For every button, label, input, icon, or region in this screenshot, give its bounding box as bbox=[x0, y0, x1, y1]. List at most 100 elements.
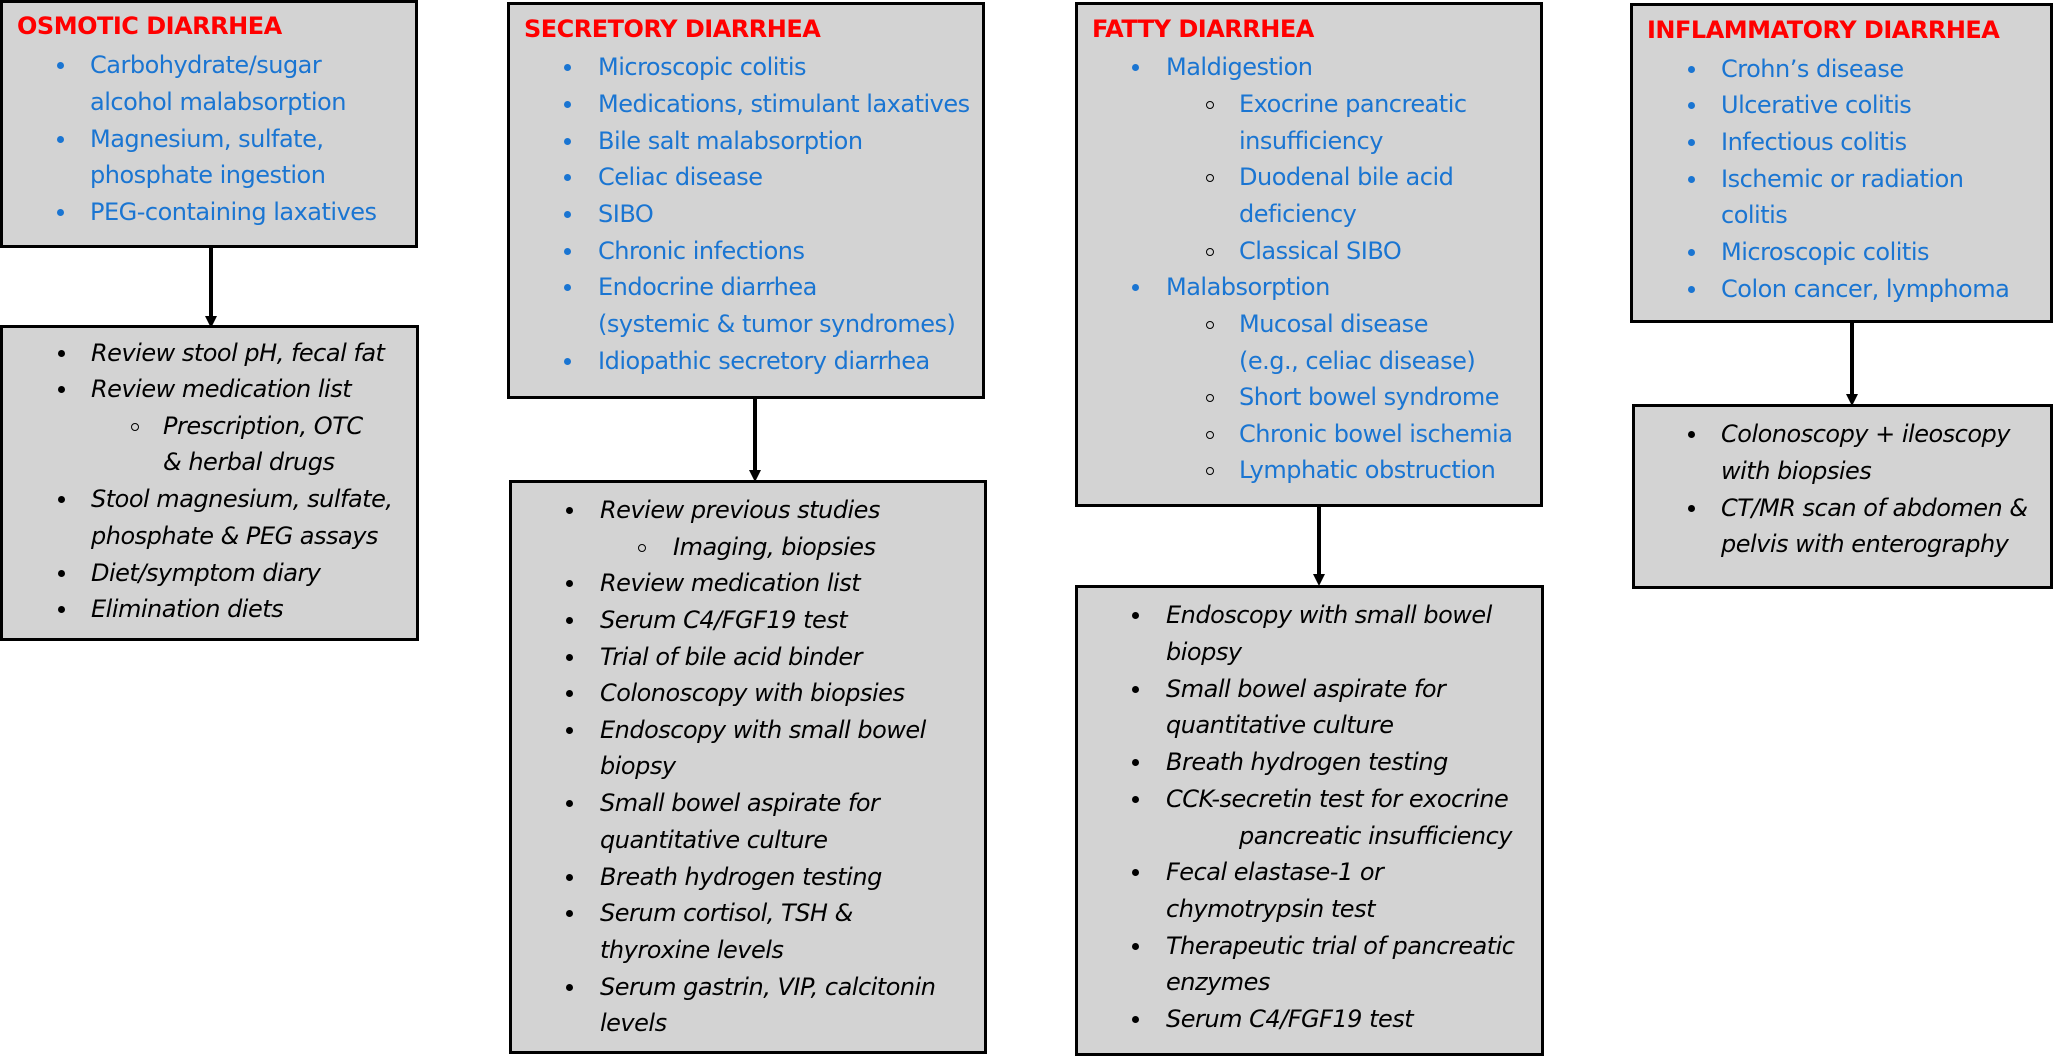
bullet-icon bbox=[564, 211, 571, 218]
bullet-icon bbox=[566, 984, 573, 991]
sub-bullet-icon bbox=[1206, 248, 1214, 256]
bullet-icon bbox=[1688, 102, 1695, 109]
sub-bullet-icon bbox=[1206, 394, 1214, 402]
bullet-icon bbox=[58, 496, 65, 503]
fatty-cause-item: Malabsorption bbox=[1166, 273, 1330, 301]
bullet-icon bbox=[1688, 505, 1695, 512]
fatty-cause-item: insufficiency bbox=[1239, 127, 1383, 155]
secretory-workup-item: Serum cortisol, TSH & bbox=[600, 899, 853, 927]
osmotic-cause-item: alcohol malabsorption bbox=[90, 88, 346, 116]
osmotic-workup-item: Prescription, OTC bbox=[163, 412, 363, 440]
fatty-workup-item: Serum C4/FGF19 test bbox=[1166, 1005, 1414, 1033]
osmotic-cause-item: phosphate ingestion bbox=[90, 161, 326, 189]
secretory-cause-item: Celiac disease bbox=[598, 163, 763, 191]
bullet-icon bbox=[564, 284, 571, 291]
bullet-icon bbox=[57, 62, 64, 69]
sub-bullet-icon bbox=[1206, 174, 1214, 182]
bullet-icon bbox=[58, 350, 65, 357]
sub-bullet-icon bbox=[1206, 467, 1214, 475]
bullet-icon bbox=[1688, 66, 1695, 73]
inflammatory-cause-item: colitis bbox=[1721, 201, 1788, 229]
bullet-icon bbox=[1132, 1016, 1139, 1023]
sub-bullet-icon bbox=[131, 423, 139, 431]
sub-bullet-icon bbox=[1206, 101, 1214, 109]
secretory-workup-item: Trial of bile acid binder bbox=[600, 643, 862, 671]
fatty-workup-box bbox=[1075, 585, 1544, 1056]
bullet-icon bbox=[566, 874, 573, 881]
bullet-icon bbox=[564, 248, 571, 255]
fatty-cause-item: Exocrine pancreatic bbox=[1239, 90, 1467, 118]
inflammatory-cause-item: Ulcerative colitis bbox=[1721, 91, 1912, 119]
bullet-icon bbox=[1132, 759, 1139, 766]
fatty-workup-item: Therapeutic trial of pancreatic bbox=[1166, 932, 1515, 960]
fatty-workup-item: Fecal elastase-1 or bbox=[1166, 858, 1384, 886]
secretory-cause-item: Idiopathic secretory diarrhea bbox=[598, 347, 930, 375]
fatty-workup-item: chymotrypsin test bbox=[1166, 895, 1376, 923]
secretory-cause-item: Bile salt malabsorption bbox=[598, 127, 863, 155]
secretory-workup-item: Review previous studies bbox=[600, 496, 880, 524]
sub-bullet-icon bbox=[1206, 321, 1214, 329]
fatty-cause-item: (e.g., celiac disease) bbox=[1239, 347, 1476, 375]
bullet-icon bbox=[564, 138, 571, 145]
inflammatory-cause-item: Microscopic colitis bbox=[1721, 238, 1930, 266]
inflammatory-cause-box bbox=[1630, 3, 2053, 323]
osmotic-cause-item: PEG-containing laxatives bbox=[90, 198, 377, 226]
bullet-icon bbox=[566, 800, 573, 807]
bullet-icon bbox=[1132, 686, 1139, 693]
sub-bullet-icon bbox=[1206, 431, 1214, 439]
secretory-cause-item: Microscopic colitis bbox=[598, 53, 807, 81]
inflammatory-workup-box bbox=[1632, 404, 2053, 589]
fatty-cause-item: Short bowel syndrome bbox=[1239, 383, 1499, 411]
bullet-icon bbox=[564, 358, 571, 365]
fatty-workup-item: biopsy bbox=[1166, 638, 1242, 666]
osmotic-workup-box bbox=[0, 325, 419, 641]
bullet-icon bbox=[566, 910, 573, 917]
fatty-cause-item: Chronic bowel ischemia bbox=[1239, 420, 1513, 448]
inflammatory-workup-item: CT/MR scan of abdomen & bbox=[1721, 494, 2028, 522]
osmotic-cause-item: Magnesium, sulfate, bbox=[90, 125, 324, 153]
fatty-workup-item: Endoscopy with small bowel bbox=[1166, 601, 1492, 629]
inflammatory-title: INFLAMMATORY DIARRHEA bbox=[1647, 16, 2000, 44]
osmotic-cause-item: Carbohydrate/sugar bbox=[90, 51, 322, 79]
secretory-workup-item: Breath hydrogen testing bbox=[600, 863, 882, 891]
osmotic-workup-item: phosphate & PEG assays bbox=[91, 522, 378, 550]
secretory-title: SECRETORY DIARRHEA bbox=[524, 15, 821, 43]
inflammatory-cause-item: Crohn’s disease bbox=[1721, 55, 1904, 83]
bullet-icon bbox=[564, 101, 571, 108]
fatty-cause-item: deficiency bbox=[1239, 200, 1357, 228]
fatty-workup-item: CCK-secretin test for exocrine bbox=[1166, 785, 1509, 813]
fatty-cause-item: Mucosal disease bbox=[1239, 310, 1428, 338]
fatty-cause-item: Lymphatic obstruction bbox=[1239, 456, 1496, 484]
osmotic-workup-item: Review medication list bbox=[91, 375, 352, 403]
bullet-icon bbox=[1688, 431, 1695, 438]
bullet-icon bbox=[58, 606, 65, 613]
bullet-icon bbox=[566, 580, 573, 587]
secretory-workup-item: Serum gastrin, VIP, calcitonin bbox=[600, 973, 936, 1001]
bullet-icon bbox=[1688, 286, 1695, 293]
bullet-icon bbox=[566, 617, 573, 624]
fatty-workup-item: pancreatic insufficiency bbox=[1239, 822, 1513, 850]
inflammatory-workup-item: Colonoscopy + ileoscopy bbox=[1721, 420, 2010, 448]
osmotic-workup-item: & herbal drugs bbox=[163, 448, 335, 476]
bullet-icon bbox=[1132, 612, 1139, 619]
osmotic-workup-item: Diet/symptom diary bbox=[91, 559, 321, 587]
fatty-cause-item: Duodenal bile acid bbox=[1239, 163, 1454, 191]
fatty-title: FATTY DIARRHEA bbox=[1092, 15, 1314, 43]
osmotic-workup-item: Elimination diets bbox=[91, 595, 284, 623]
secretory-workup-item: Colonoscopy with biopsies bbox=[600, 679, 905, 707]
secretory-workup-box bbox=[509, 480, 987, 1054]
osmotic-workup-item: Review stool pH, fecal fat bbox=[91, 339, 385, 367]
inflammatory-workup-item: pelvis with enterography bbox=[1721, 530, 2009, 558]
bullet-icon bbox=[1132, 796, 1139, 803]
secretory-cause-item: Endocrine diarrhea bbox=[598, 273, 817, 301]
bullet-icon bbox=[1132, 869, 1139, 876]
bullet-icon bbox=[566, 654, 573, 661]
secretory-workup-item: Endoscopy with small bowel bbox=[600, 716, 926, 744]
secretory-workup-item: Imaging, biopsies bbox=[673, 533, 876, 561]
fatty-cause-item: Maldigestion bbox=[1166, 53, 1313, 81]
osmotic-workup-item: Stool magnesium, sulfate, bbox=[91, 485, 393, 513]
secretory-cause-item: Medications, stimulant laxatives bbox=[598, 90, 970, 118]
bullet-icon bbox=[1132, 943, 1139, 950]
fatty-cause-item: Classical SIBO bbox=[1239, 237, 1402, 265]
secretory-cause-item: SIBO bbox=[598, 200, 654, 228]
